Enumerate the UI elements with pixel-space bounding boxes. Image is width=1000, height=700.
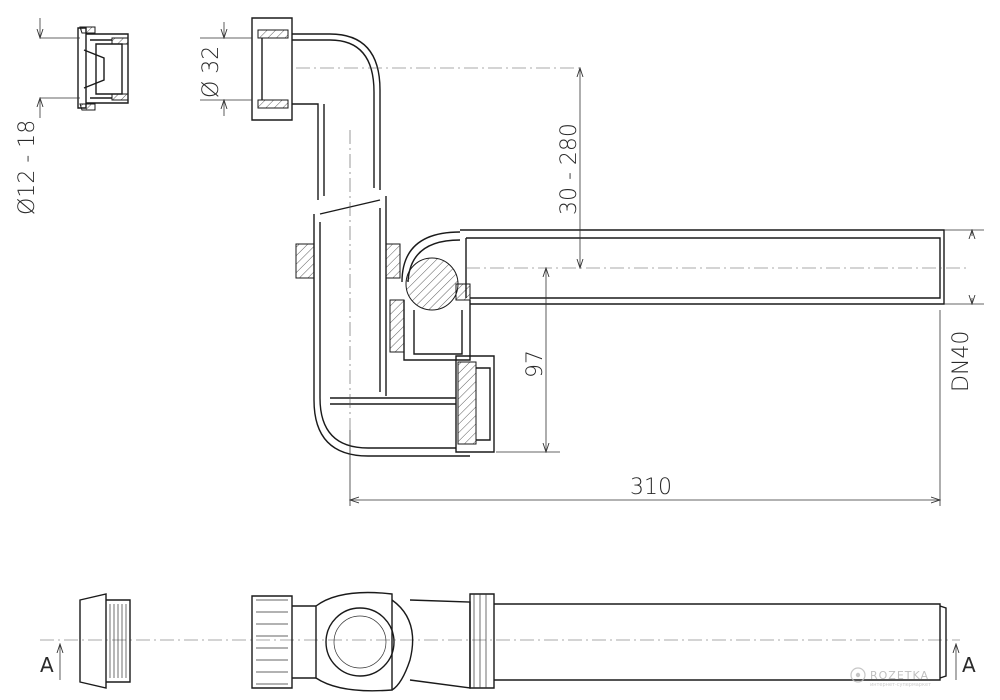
- vertical-tube: [295, 130, 470, 457]
- siphon-body-front: [315, 591, 495, 692]
- outlet-connector: [455, 355, 495, 453]
- outlet-size-label: DN40: [949, 331, 974, 392]
- hose-adapter-section: [77, 26, 129, 111]
- watermark-tagline: интернет-супермаркет: [870, 682, 931, 688]
- outlet-height-label: 97: [523, 350, 548, 378]
- hose-adapter-front: [79, 593, 131, 689]
- inlet-elbow: [292, 33, 580, 200]
- watermark-brand: ROZETKA: [870, 669, 929, 682]
- inlet-nut: [251, 17, 293, 121]
- adjust-range-label: 30 - 280: [557, 123, 582, 215]
- outlet-pipe: [460, 229, 970, 305]
- length-label: 310: [630, 475, 672, 500]
- section-mark-right: A: [962, 653, 976, 677]
- outlet-pipe-front: [494, 603, 947, 681]
- inlet-diameter-label: Ø 32: [199, 46, 224, 98]
- inlet-nut-front: [251, 595, 316, 689]
- ball-joint: [389, 231, 471, 361]
- rozetka-watermark: ROZETKA интернет-супермаркет: [850, 667, 931, 688]
- hose-range-label: Ø12 - 18: [15, 120, 40, 215]
- section-mark-left: A: [40, 653, 54, 677]
